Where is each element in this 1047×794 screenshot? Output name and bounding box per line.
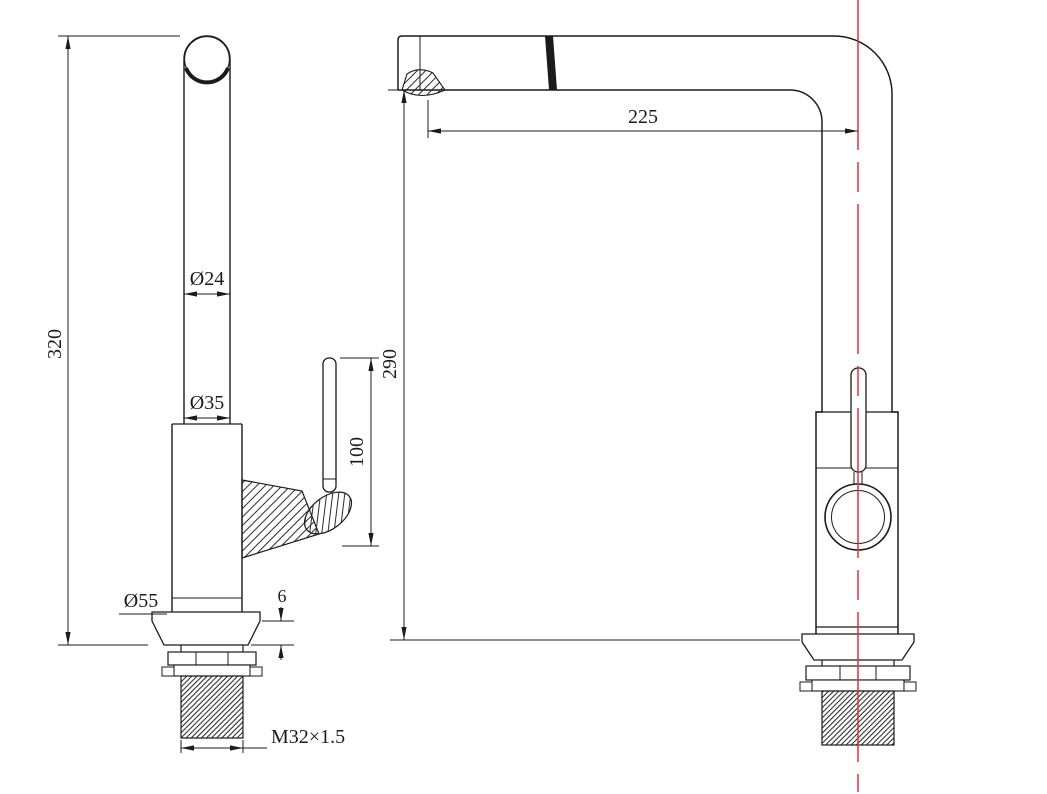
dim-base-thickness: 6 <box>251 586 294 660</box>
handle-assembly <box>241 357 353 559</box>
side-view: 225 290 <box>379 0 917 792</box>
dim-label-d55: Ø55 <box>124 590 158 612</box>
washer <box>173 664 251 677</box>
dim-label-100: 100 <box>346 437 368 467</box>
dim-label-290: 290 <box>379 349 401 379</box>
handle-lever <box>322 357 337 493</box>
dim-label-d24: Ø24 <box>190 268 224 290</box>
washer-tab-left-side <box>799 681 813 692</box>
dim-spout-reach: 225 <box>427 100 858 138</box>
aerator-outlet <box>401 69 446 97</box>
handle-hub <box>303 491 353 535</box>
dim-label-320: 320 <box>44 329 66 359</box>
dim-label-6: 6 <box>278 586 287 606</box>
mounting-shank <box>161 645 263 739</box>
dim-handle-height: 100 <box>340 357 379 547</box>
dim-label-225: 225 <box>628 106 658 128</box>
dim-label-m32: M32×1.5 <box>271 726 345 748</box>
threaded-section <box>180 675 244 739</box>
spout-column-outline <box>171 35 243 612</box>
spray-head-shading <box>184 67 230 85</box>
spout-outline <box>397 35 899 634</box>
dim-base-diameter: Ø55 <box>119 590 167 615</box>
front-view: 320 Ø24 Ø35 Ø55 6 10 <box>44 35 379 753</box>
washer-tab-left <box>161 666 175 677</box>
dim-thread-spec: M32×1.5 <box>180 726 345 753</box>
dim-spout-diameter: Ø24 <box>184 268 230 297</box>
washer-tab-right-side <box>903 681 917 692</box>
base-flange <box>151 611 261 646</box>
lock-nut <box>167 651 257 666</box>
dim-label-d35: Ø35 <box>190 392 224 414</box>
dim-body-diameter: Ø35 <box>184 392 230 421</box>
dim-total-height: 320 <box>44 35 180 646</box>
dim-spout-height: 290 <box>379 89 800 641</box>
washer-tab-right <box>249 666 263 677</box>
spray-head-seam <box>545 36 557 90</box>
